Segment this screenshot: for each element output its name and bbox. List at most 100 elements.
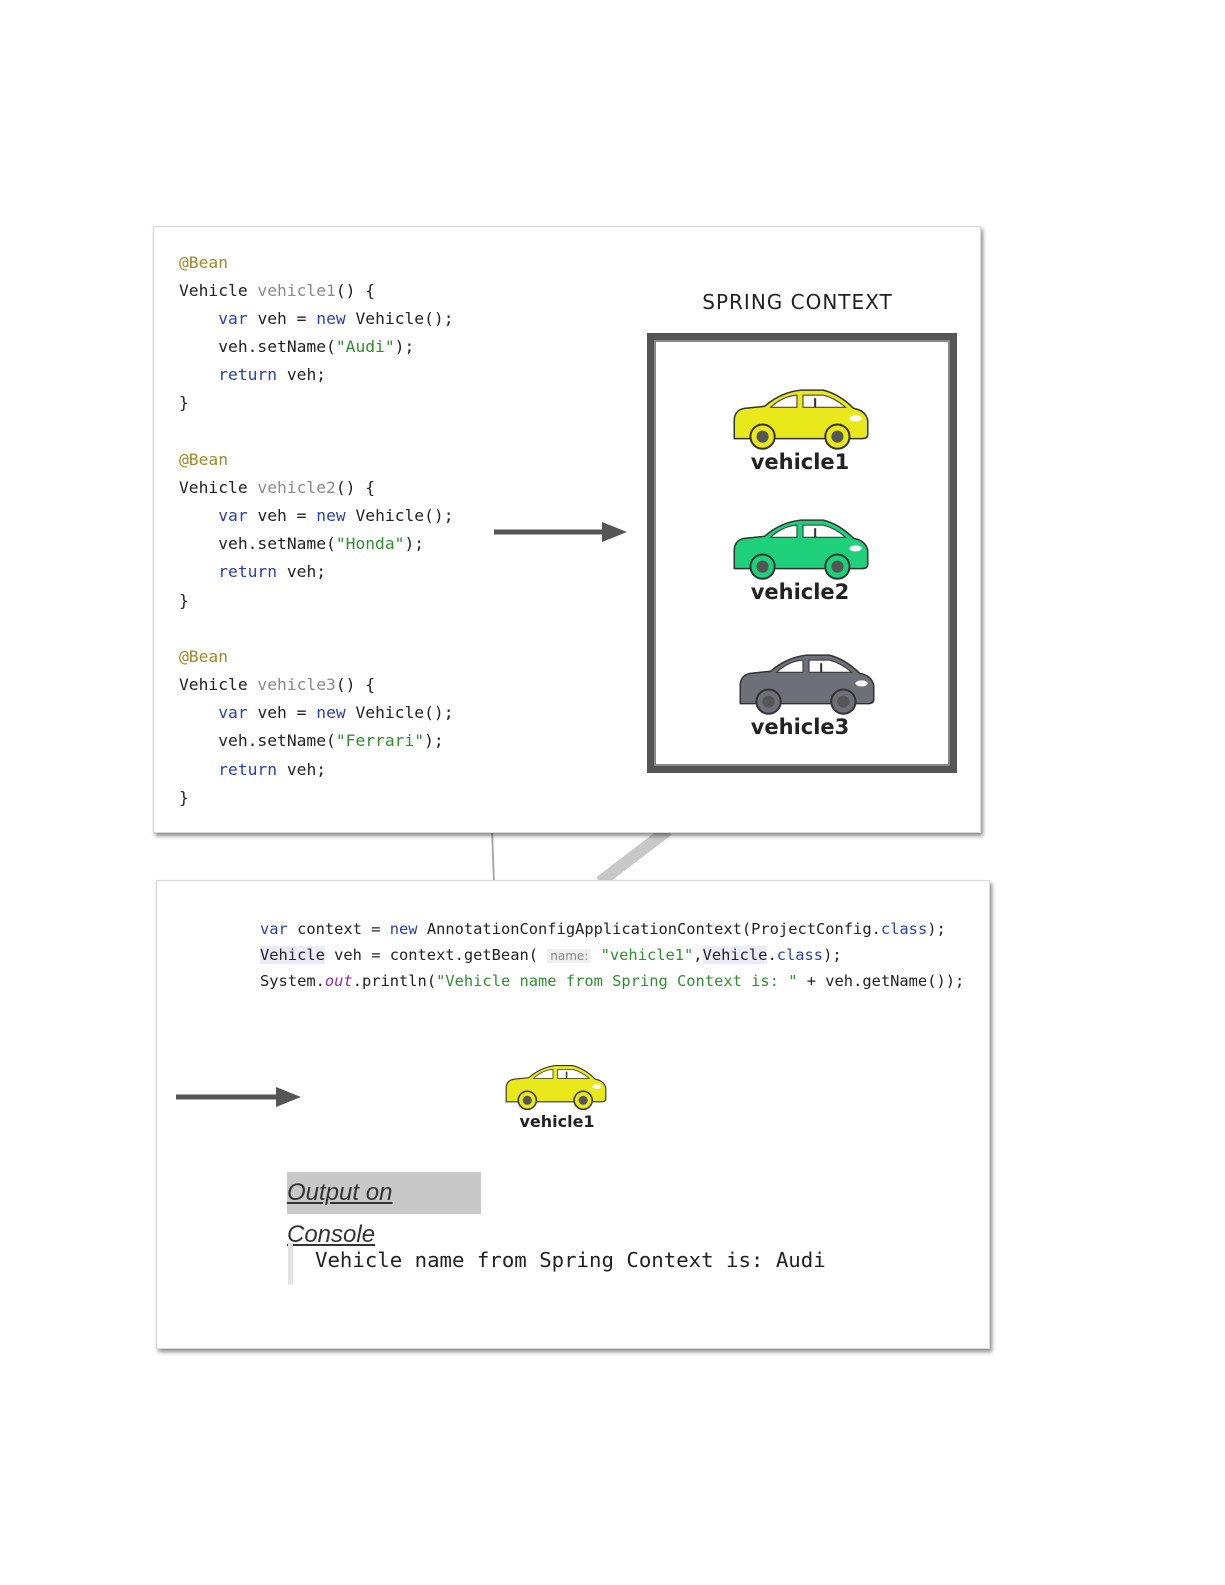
code-token: new (316, 506, 346, 526)
code-token: Vehicle (702, 946, 768, 964)
code-token: .println( (352, 972, 437, 990)
code-line: return veh; (179, 361, 454, 389)
code-token (591, 946, 600, 964)
code-line: @Bean (179, 643, 454, 671)
code-token: return (218, 759, 278, 779)
car-icon (503, 1058, 609, 1117)
code-token: return (218, 562, 278, 582)
code-line: Vehicle vehicle1() { (179, 277, 454, 305)
code-token: var (218, 309, 248, 329)
code-token: new (316, 309, 346, 329)
code-token: Vehicle (179, 478, 258, 498)
code-token: new (389, 920, 418, 938)
code-line: var veh = new Vehicle(); (179, 305, 454, 333)
code-line: Vehicle vehicle3() { (179, 671, 454, 699)
code-line (179, 418, 454, 447)
code-token: veh = (247, 506, 317, 526)
code-line: Vehicle veh = context.getBean( name: "ve… (235, 942, 977, 968)
console-quote-bar (288, 1243, 293, 1285)
code-token: var (218, 506, 248, 526)
vehicle-label: vehicle2 (750, 580, 850, 604)
code-token: , (693, 946, 703, 964)
code-token: "vehicle1" (600, 946, 694, 964)
code-token: "Audi" (335, 337, 395, 357)
code-token: class (880, 920, 928, 938)
code-token: Vehicle (179, 675, 258, 695)
code-line: Vehicle vehicle2() { (179, 474, 454, 502)
code-line: veh.setName("Ferrari"); (179, 727, 454, 755)
vehicle-label: vehicle1 (750, 450, 850, 474)
code-line: var veh = new Vehicle(); (179, 502, 454, 530)
code-token: var (218, 703, 248, 723)
code-token: "Vehicle name from Spring Context is: " (436, 972, 798, 990)
code-token: System. (260, 972, 325, 990)
code-token: Vehicle (260, 946, 325, 964)
code-token: "Ferrari" (335, 731, 425, 751)
code-line: var context = new AnnotationConfigApplic… (260, 916, 964, 942)
code-token: veh.setName( (179, 337, 336, 357)
code-token: veh = (247, 309, 317, 329)
main-code: var context = new AnnotationConfigApplic… (235, 916, 977, 994)
code-token: () { (335, 675, 376, 695)
code-token (179, 760, 218, 779)
code-token (179, 506, 218, 525)
code-token: Vehicle(); (345, 703, 454, 723)
console-output: Vehicle name from Spring Context is: Aud… (315, 1248, 826, 1272)
code-token: } (179, 393, 189, 413)
code-token (179, 562, 218, 581)
arrow-right-icon (494, 522, 627, 542)
code-token: veh = (247, 703, 317, 723)
code-token: veh.setName( (179, 534, 336, 554)
code-token: AnnotationConfigApplicationContext(Proje… (417, 920, 881, 938)
code-token: veh; (277, 365, 327, 385)
code-token: veh; (277, 759, 327, 779)
code-line: } (179, 587, 454, 615)
code-line: System.out.println("Vehicle name from Sp… (260, 968, 964, 994)
code-token (179, 365, 218, 384)
code-line: veh.setName("Audi"); (179, 333, 454, 361)
code-token: veh; (277, 562, 327, 582)
code-token (179, 309, 218, 328)
code-token: vehicle1 (257, 281, 336, 301)
result-vehicle-label: vehicle1 (519, 1112, 595, 1131)
code-token: out (324, 972, 353, 990)
code-line: } (179, 784, 454, 812)
code-token: () { (335, 281, 376, 301)
arrow-right-icon (176, 1087, 301, 1107)
code-token: ); (823, 946, 842, 964)
code-token: Vehicle (179, 281, 258, 301)
code-token: return (218, 365, 278, 385)
car-icon (730, 510, 872, 588)
code-token: } (179, 787, 189, 807)
code-token: @Bean (179, 253, 229, 272)
code-token: veh.setName( (179, 731, 336, 751)
code-line: @Bean (179, 446, 454, 474)
code-token (179, 703, 218, 722)
code-token: name: (547, 949, 592, 963)
code-token: ); (394, 337, 415, 357)
code-token: ); (424, 731, 444, 751)
code-token: + veh.getName()); (797, 972, 965, 990)
output-heading: Output on Console (287, 1172, 481, 1248)
code-token: new (316, 703, 346, 723)
code-token: } (179, 590, 189, 610)
code-token: ); (927, 920, 946, 938)
code-token: "Honda" (335, 534, 405, 554)
code-line: } (179, 389, 454, 417)
main-code-panel: var context = new AnnotationConfigApplic… (156, 880, 990, 1349)
code-token: class (776, 946, 824, 964)
code-token: Vehicle(); (345, 506, 454, 526)
code-token: context = (287, 920, 390, 938)
code-line: veh.setName("Honda"); (179, 530, 454, 558)
code-token: () { (335, 478, 376, 498)
car-icon (730, 380, 872, 458)
code-token: Vehicle(); (345, 309, 454, 329)
code-token: veh = context.getBean( (324, 946, 548, 964)
code-token: @Bean (179, 647, 229, 667)
code-line: var veh = new Vehicle(); (179, 699, 454, 727)
code-token: @Bean (179, 450, 229, 470)
code-line (179, 615, 454, 644)
code-token: ); (404, 534, 425, 554)
spring-context-title: SPRING CONTEXT (702, 290, 893, 314)
